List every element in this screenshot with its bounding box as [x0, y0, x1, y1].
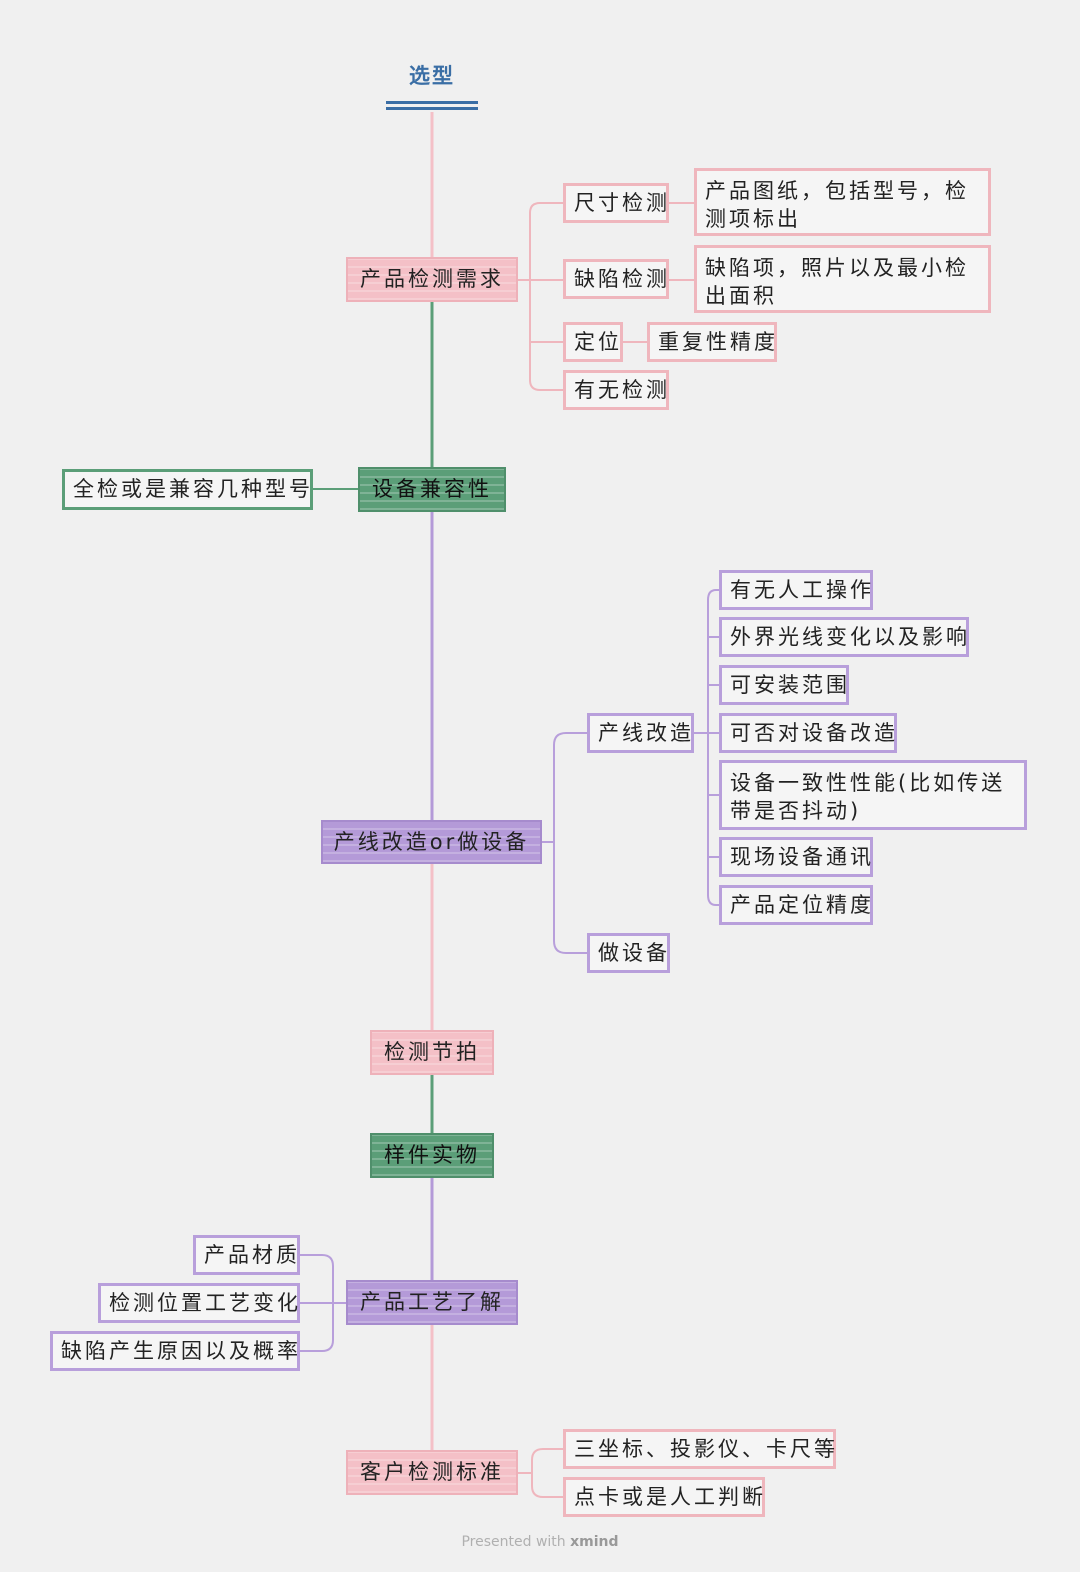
subtopic-manual-op[interactable]: 有无人工操作 — [719, 570, 873, 610]
topic-compatibility[interactable]: 设备兼容性 — [358, 467, 506, 512]
footer-brand: xmind — [570, 1534, 619, 1550]
topic-takt[interactable]: 检测节拍 — [370, 1030, 494, 1075]
topic-process[interactable]: 产品工艺了解 — [346, 1280, 518, 1325]
subtopic-defect-note[interactable]: 缺陷项，照片以及最小检出面积 — [694, 245, 991, 313]
topic-product-inspection[interactable]: 产品检测需求 — [346, 257, 518, 302]
map-title[interactable]: 选型 — [409, 64, 455, 88]
topic-line-or-device[interactable]: 产线改造or做设备 — [321, 820, 542, 864]
subtopic-presence[interactable]: 有无检测 — [563, 370, 669, 410]
subtopic-dimension[interactable]: 尺寸检测 — [563, 183, 669, 223]
subtopic-onsite-comm[interactable]: 现场设备通讯 — [719, 837, 873, 877]
footer-prefix: Presented with — [461, 1534, 566, 1550]
subtopic-line-mod[interactable]: 产线改造 — [587, 713, 694, 753]
subtopic-repeatability[interactable]: 重复性精度 — [647, 322, 777, 362]
subtopic-device-mod[interactable]: 可否对设备改造 — [719, 713, 897, 753]
subtopic-product-pos[interactable]: 产品定位精度 — [719, 885, 873, 925]
title-underline-second — [386, 107, 478, 110]
subtopic-compat-note[interactable]: 全检或是兼容几种型号 — [62, 469, 313, 510]
subtopic-tools[interactable]: 三坐标、投影仪、卡尺等 — [563, 1429, 836, 1469]
subtopic-install-range[interactable]: 可安装范围 — [719, 665, 849, 705]
subtopic-consistency[interactable]: 设备一致性性能(比如传送带是否抖动) — [719, 760, 1027, 830]
subtopic-position-change[interactable]: 检测位置工艺变化 — [98, 1283, 300, 1323]
topic-customer-standard[interactable]: 客户检测标准 — [346, 1450, 518, 1495]
subtopic-dimension-note[interactable]: 产品图纸，包括型号，检测项标出 — [694, 168, 991, 236]
subtopic-material[interactable]: 产品材质 — [193, 1235, 300, 1275]
subtopic-make-device[interactable]: 做设备 — [587, 933, 670, 973]
subtopic-ambient-light[interactable]: 外界光线变化以及影响 — [719, 617, 969, 657]
footer-credit: Presented with xmind — [0, 1534, 1080, 1550]
title-underline — [386, 101, 478, 104]
subtopic-gauge[interactable]: 点卡或是人工判断 — [563, 1477, 765, 1517]
subtopic-positioning[interactable]: 定位 — [563, 322, 623, 362]
subtopic-defect[interactable]: 缺陷检测 — [563, 259, 669, 299]
topic-sample[interactable]: 样件实物 — [370, 1133, 494, 1178]
subtopic-defect-cause[interactable]: 缺陷产生原因以及概率 — [50, 1331, 300, 1371]
